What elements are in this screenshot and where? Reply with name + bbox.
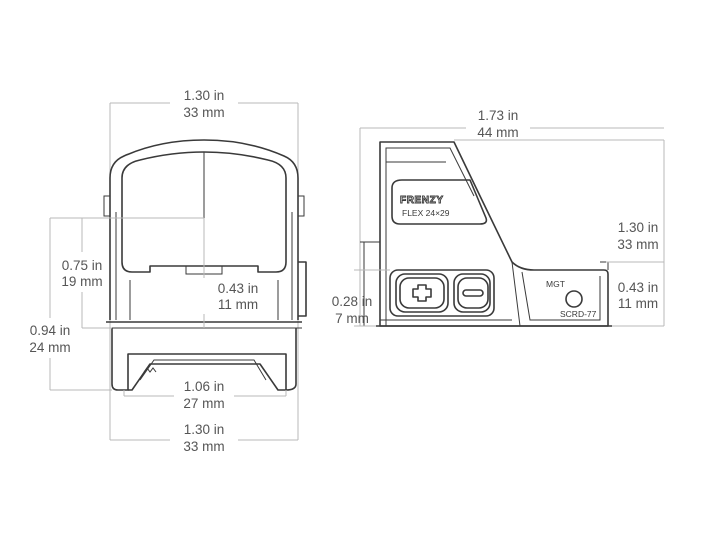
front-total-height-mm: 24 mm xyxy=(29,340,70,355)
front-window-height-dimension: 0.43 in 11 mm xyxy=(203,218,259,328)
side-mgt-label: MGT xyxy=(546,279,565,289)
front-top-width-mm: 33 mm xyxy=(183,105,224,120)
side-base-height-mm: 7 mm xyxy=(335,311,369,326)
minus-icon xyxy=(462,289,484,297)
side-base-height-dimension: 0.28 in 7 mm xyxy=(332,269,390,327)
side-length-dimension: 1.73 in 44 mm xyxy=(359,108,665,326)
side-part-label: SCRD-77 xyxy=(560,309,597,319)
front-view: 1.30 in 33 mm xyxy=(29,88,307,454)
plus-button[interactable] xyxy=(399,277,445,309)
front-body-height-dimension: 0.75 in 19 mm xyxy=(61,217,204,329)
side-view: 1.73 in 44 mm 1.30 in 33 mm FRENZY FLEX … xyxy=(332,108,665,327)
side-height-in: 1.30 in xyxy=(618,220,659,235)
front-rail-width-in: 1.06 in xyxy=(184,379,225,394)
side-buttons-panel xyxy=(389,269,495,317)
front-sight-outline xyxy=(103,139,307,391)
side-rear-height-in: 0.43 in xyxy=(618,280,659,295)
front-rail-width-mm: 27 mm xyxy=(183,396,224,411)
front-total-height-in: 0.94 in xyxy=(30,323,71,338)
side-rear-height-mm: 11 mm xyxy=(618,296,658,311)
front-body-height-mm: 19 mm xyxy=(61,274,102,289)
front-top-width-in: 1.30 in xyxy=(184,88,225,103)
side-sight-outline: FRENZY FLEX 24×29 xyxy=(360,141,612,327)
side-brand-label: FRENZY xyxy=(400,195,444,206)
front-top-width-dimension: 1.30 in 33 mm xyxy=(109,88,299,440)
front-bottom-width-mm: 33 mm xyxy=(183,439,224,454)
side-model-label: FLEX 24×29 xyxy=(402,208,450,218)
side-height-dimension: 1.30 in 33 mm xyxy=(454,139,664,327)
mount-screw-hole xyxy=(565,290,583,308)
side-length-in: 1.73 in xyxy=(478,108,519,123)
side-height-mm: 33 mm xyxy=(617,237,658,252)
front-window-height-in: 0.43 in xyxy=(218,281,259,296)
side-length-mm: 44 mm xyxy=(477,125,518,140)
front-total-height-dimension: 0.94 in 24 mm xyxy=(29,217,112,391)
side-rear-height-dimension: 0.43 in 11 mm xyxy=(606,261,664,311)
minus-button[interactable] xyxy=(457,277,489,309)
front-rail-width-dimension: 1.06 in 27 mm xyxy=(123,379,287,411)
front-window-height-mm: 11 mm xyxy=(218,297,258,312)
side-base-height-in: 0.28 in xyxy=(332,294,373,309)
front-bottom-width-in: 1.30 in xyxy=(184,422,225,437)
front-bottom-width-dimension: 1.30 in 33 mm xyxy=(110,422,298,454)
front-body-height-in: 0.75 in xyxy=(62,258,103,273)
plus-icon xyxy=(412,284,432,302)
